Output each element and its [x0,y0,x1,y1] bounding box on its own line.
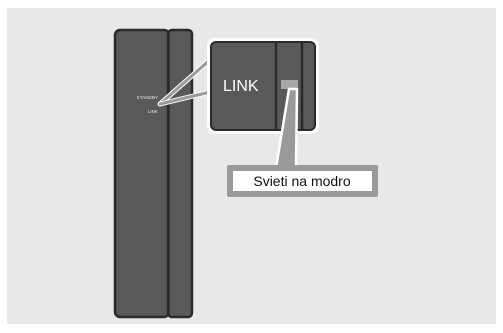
zoom-link-label: LINK [223,78,259,95]
device-body [113,28,194,319]
zoom-leader-lines [157,55,215,107]
link-led-indicator [281,80,298,89]
standby-label: STANDBY [137,95,158,100]
device-link-label: LINK [148,109,159,114]
device-side-column [166,28,194,319]
callout-box [227,165,378,197]
callout-text: Svieti na modro [253,173,350,189]
device-main-column [113,28,171,319]
